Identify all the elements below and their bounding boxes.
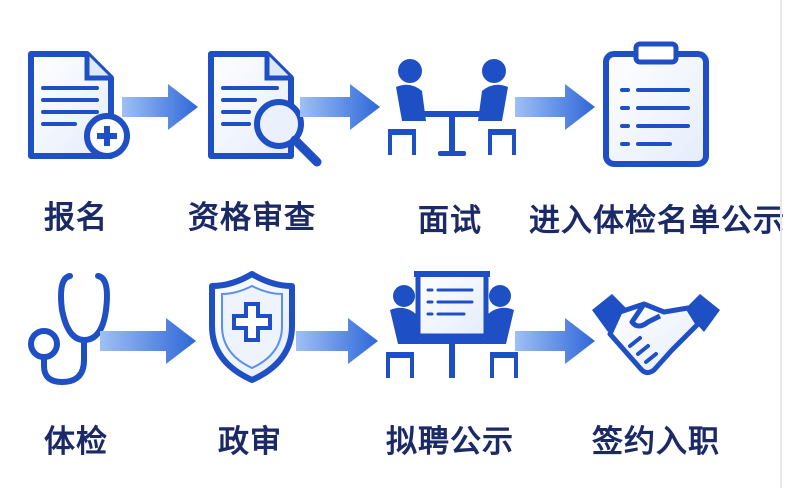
step-label: 拟聘公示 [386, 424, 514, 460]
presentation-meeting-icon [386, 271, 518, 378]
step-label: 签约入职 [592, 424, 720, 460]
step-label: 资格审查 [188, 200, 316, 236]
arrow-right-icon [100, 318, 196, 364]
interview-icon [388, 59, 516, 156]
arrow-right-icon [296, 318, 378, 364]
step-label: 政审 [218, 424, 282, 460]
document-search-icon [208, 51, 322, 167]
handshake-icon [592, 294, 720, 376]
step-label: 进入体检名单公示 [529, 203, 785, 239]
right-edge-divider [780, 0, 782, 488]
step-label: 体检 [44, 424, 108, 460]
arrow-right-icon [515, 84, 595, 130]
step-label: 报名 [44, 200, 108, 236]
shield-cross-icon [209, 271, 295, 383]
arrow-right-icon [515, 318, 595, 364]
arrow-right-icon [300, 84, 380, 130]
step-label: 面试 [418, 203, 482, 239]
clipboard-list-icon [603, 41, 709, 167]
document-add-icon [28, 51, 130, 159]
arrow-right-icon [122, 84, 198, 130]
stethoscope-icon [28, 273, 110, 386]
